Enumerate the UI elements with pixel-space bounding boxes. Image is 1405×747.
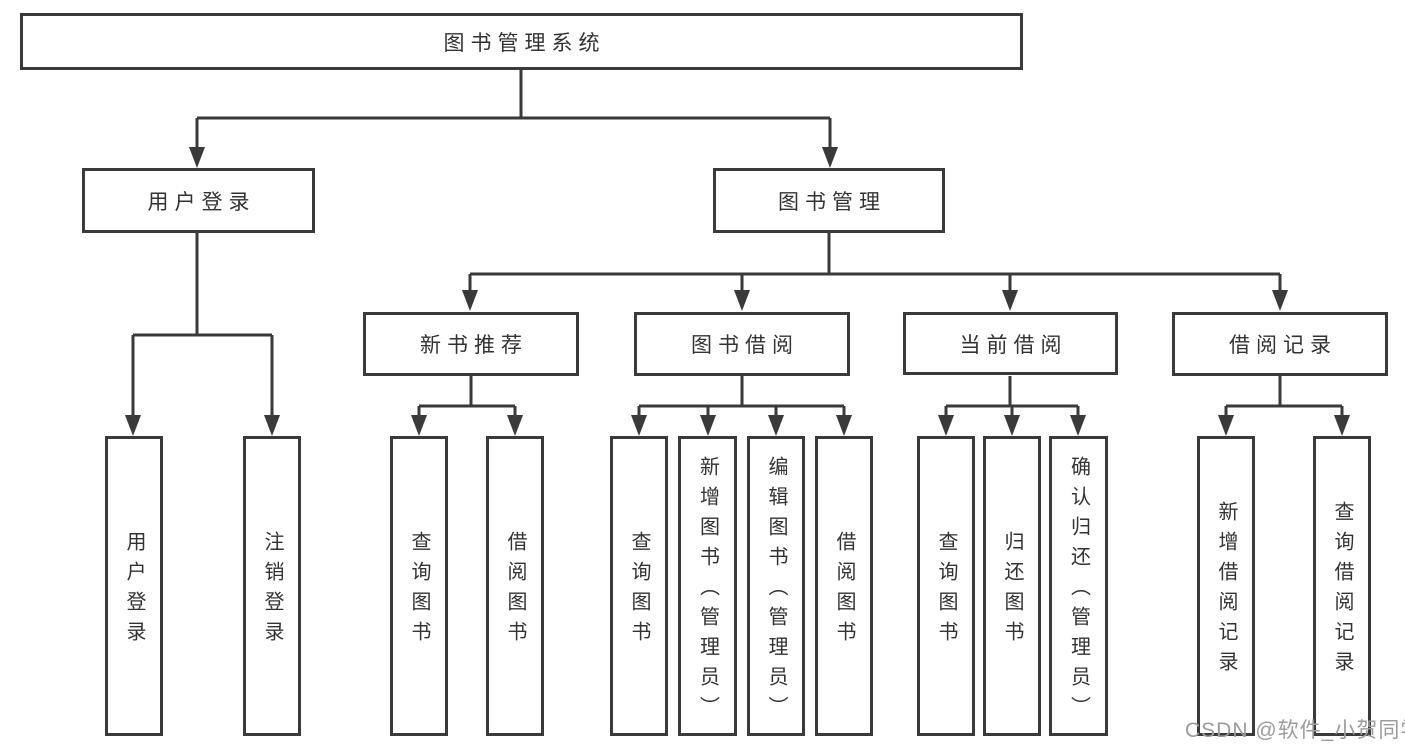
edge-user-login-to-leaves	[131, 233, 274, 419]
leaf-user-login: 用户登录	[105, 436, 163, 736]
leaf-add-books-admin: 新增图书（管理员）	[678, 436, 737, 736]
leaf-add-books-admin-label: 新增图书（管理员）	[696, 456, 719, 726]
edge-book-management-to-level3	[468, 233, 1282, 294]
leaf-add-borrow-record-label: 新增借阅记录	[1215, 501, 1237, 681]
leaf-confirm-return-admin: 确认归还（管理员）	[1049, 436, 1108, 736]
node-user-login: 用户登录	[82, 168, 315, 233]
leaf-edit-books-admin-label: 编辑图书（管理员）	[765, 456, 787, 726]
leaf-return-books: 归还图书	[983, 436, 1041, 736]
leaf-newbook-borrow-books-label: 借阅图书	[504, 531, 526, 651]
leaf-borrow-query-books: 查询图书	[610, 436, 668, 736]
edge-borrow-records-to-leaves	[1224, 376, 1344, 419]
leaf-newbook-query-books: 查询图书	[390, 436, 448, 736]
leaf-newbook-query-books-label: 查询图书	[408, 531, 430, 651]
leaf-logout: 注销登录	[243, 436, 301, 736]
csdn-watermark: CSDN @软件_小贺同学	[1185, 719, 1405, 742]
node-new-book-recommend: 新书推荐	[363, 312, 579, 376]
leaf-query-borrow-record: 查询借阅记录	[1313, 436, 1371, 736]
node-borrow-records: 借阅记录	[1172, 312, 1388, 376]
node-book-borrow-label: 图书借阅	[691, 334, 799, 357]
edge-root-to-level2	[195, 70, 832, 151]
node-book-management-label: 图书管理	[778, 190, 886, 214]
leaf-logout-label: 注销登录	[261, 531, 283, 651]
leaf-confirm-return-admin-label: 确认归还（管理员）	[1067, 456, 1090, 726]
node-book-management: 图书管理	[713, 168, 945, 233]
leaf-borrow-books-label: 借阅图书	[833, 531, 855, 651]
node-current-borrow-label: 当前借阅	[959, 333, 1068, 357]
leaf-current-query-books-label: 查询图书	[935, 531, 957, 651]
node-user-login-label: 用户登录	[147, 190, 256, 214]
node-root: 图书管理系统	[20, 13, 1023, 70]
node-new-book-recommend-label: 新书推荐	[420, 334, 528, 357]
edge-current-borrow-to-leaves	[944, 376, 1080, 419]
leaf-return-books-label: 归还图书	[1001, 531, 1023, 651]
edge-book-borrow-to-leaves	[637, 376, 846, 419]
leaf-add-borrow-record: 新增借阅记录	[1197, 436, 1255, 736]
edge-new-book-to-leaves	[417, 376, 517, 419]
node-book-borrow: 图书借阅	[634, 312, 850, 376]
arrowheads	[125, 147, 1350, 436]
leaf-edit-books-admin: 编辑图书（管理员）	[747, 436, 805, 736]
leaf-borrow-query-books-label: 查询图书	[628, 531, 650, 651]
node-current-borrow: 当前借阅	[903, 312, 1118, 375]
leaf-newbook-borrow-books: 借阅图书	[486, 436, 544, 736]
node-root-label: 图书管理系统	[443, 31, 606, 55]
leaf-current-query-books: 查询图书	[917, 436, 975, 736]
leaf-user-login-label: 用户登录	[123, 531, 145, 651]
leaf-query-borrow-record-label: 查询借阅记录	[1331, 501, 1353, 681]
node-borrow-records-label: 借阅记录	[1229, 334, 1337, 357]
leaf-borrow-books: 借阅图书	[815, 436, 873, 736]
